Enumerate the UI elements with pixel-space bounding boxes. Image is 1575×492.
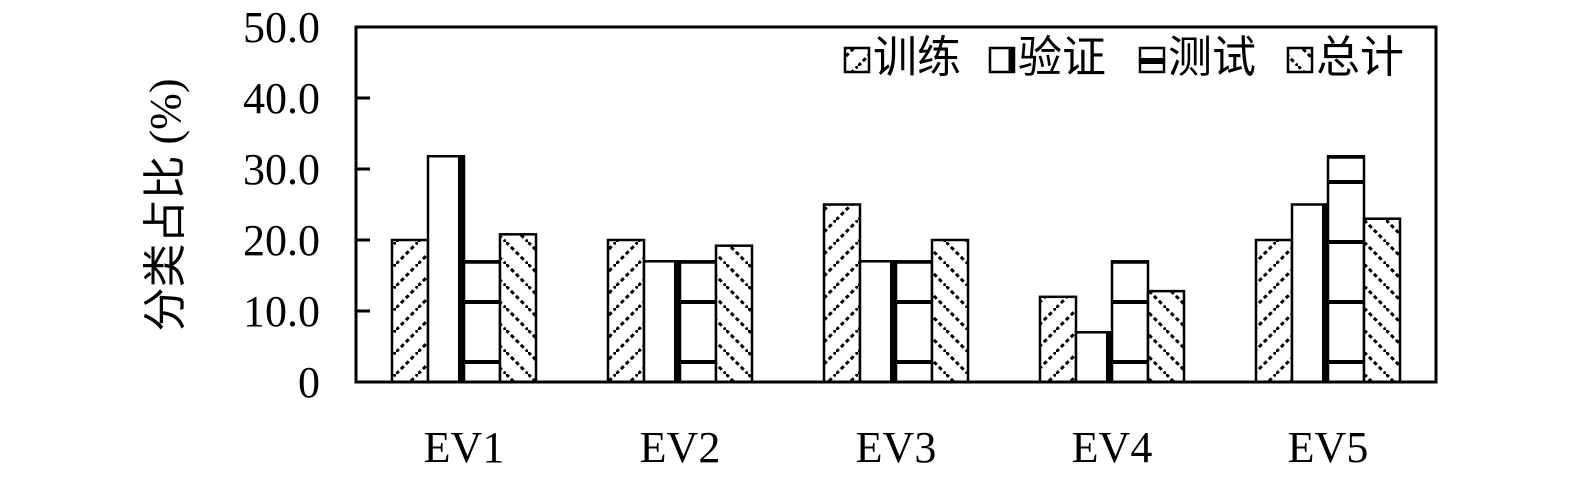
bar-ev5-series-0 xyxy=(1254,238,1294,384)
x-axis-labels: EV1 EV2 EV3 EV4 EV5 xyxy=(424,423,1369,472)
y-tick-label: 10.0 xyxy=(243,287,320,336)
bar-ev1-series-0 xyxy=(390,238,430,384)
bar-ev2-series-0 xyxy=(606,238,646,384)
y-tick-label: 20.0 xyxy=(243,216,320,265)
x-tick-label-ev2: EV2 xyxy=(640,423,721,472)
bar-ev3-series-3 xyxy=(930,238,970,384)
bar-ev3-series-0 xyxy=(822,203,862,384)
bar-ev4-series-3 xyxy=(1146,289,1186,384)
bar-ev3-series-2 xyxy=(894,260,934,384)
y-axis-label: 分类占比 (%) xyxy=(141,79,190,332)
bar-ev5-series-3 xyxy=(1362,217,1402,384)
bars-group xyxy=(390,154,1402,384)
plot-frame xyxy=(354,25,1438,384)
y-tick-label: 0 xyxy=(298,358,320,407)
bar-ev1-series-2 xyxy=(462,260,502,384)
legend-swatch-0 xyxy=(843,46,871,74)
y-tick-label: 30.0 xyxy=(243,145,320,194)
y-tick-label: 50.0 xyxy=(243,3,320,52)
bar-ev5-series-2 xyxy=(1326,154,1366,384)
bar-ev1-series-3 xyxy=(498,233,538,384)
bar-ev4-series-0 xyxy=(1038,295,1078,384)
x-tick-label-ev4: EV4 xyxy=(1072,423,1153,472)
bar-ev4-series-2 xyxy=(1110,260,1150,384)
x-tick-label-ev1: EV1 xyxy=(424,423,505,472)
y-tick-label: 40.0 xyxy=(243,74,320,123)
legend-label-2: 测试 xyxy=(1168,33,1256,82)
x-tick-label-ev3: EV3 xyxy=(856,423,937,472)
bar-ev2-series-2 xyxy=(678,260,718,384)
x-tick-label-ev5: EV5 xyxy=(1288,423,1369,472)
legend-swatch-3 xyxy=(1286,46,1314,74)
legend-label-0: 训练 xyxy=(873,33,961,82)
bar-ev2-series-3 xyxy=(714,244,754,384)
y-axis-ticks: 0 10.0 20.0 30.0 40.0 50.0 xyxy=(243,3,370,407)
legend-label-3: 总计 xyxy=(1316,33,1404,82)
legend: 训练 验证 测试 总计 xyxy=(843,33,1404,82)
legend-label-1: 验证 xyxy=(1018,33,1106,82)
